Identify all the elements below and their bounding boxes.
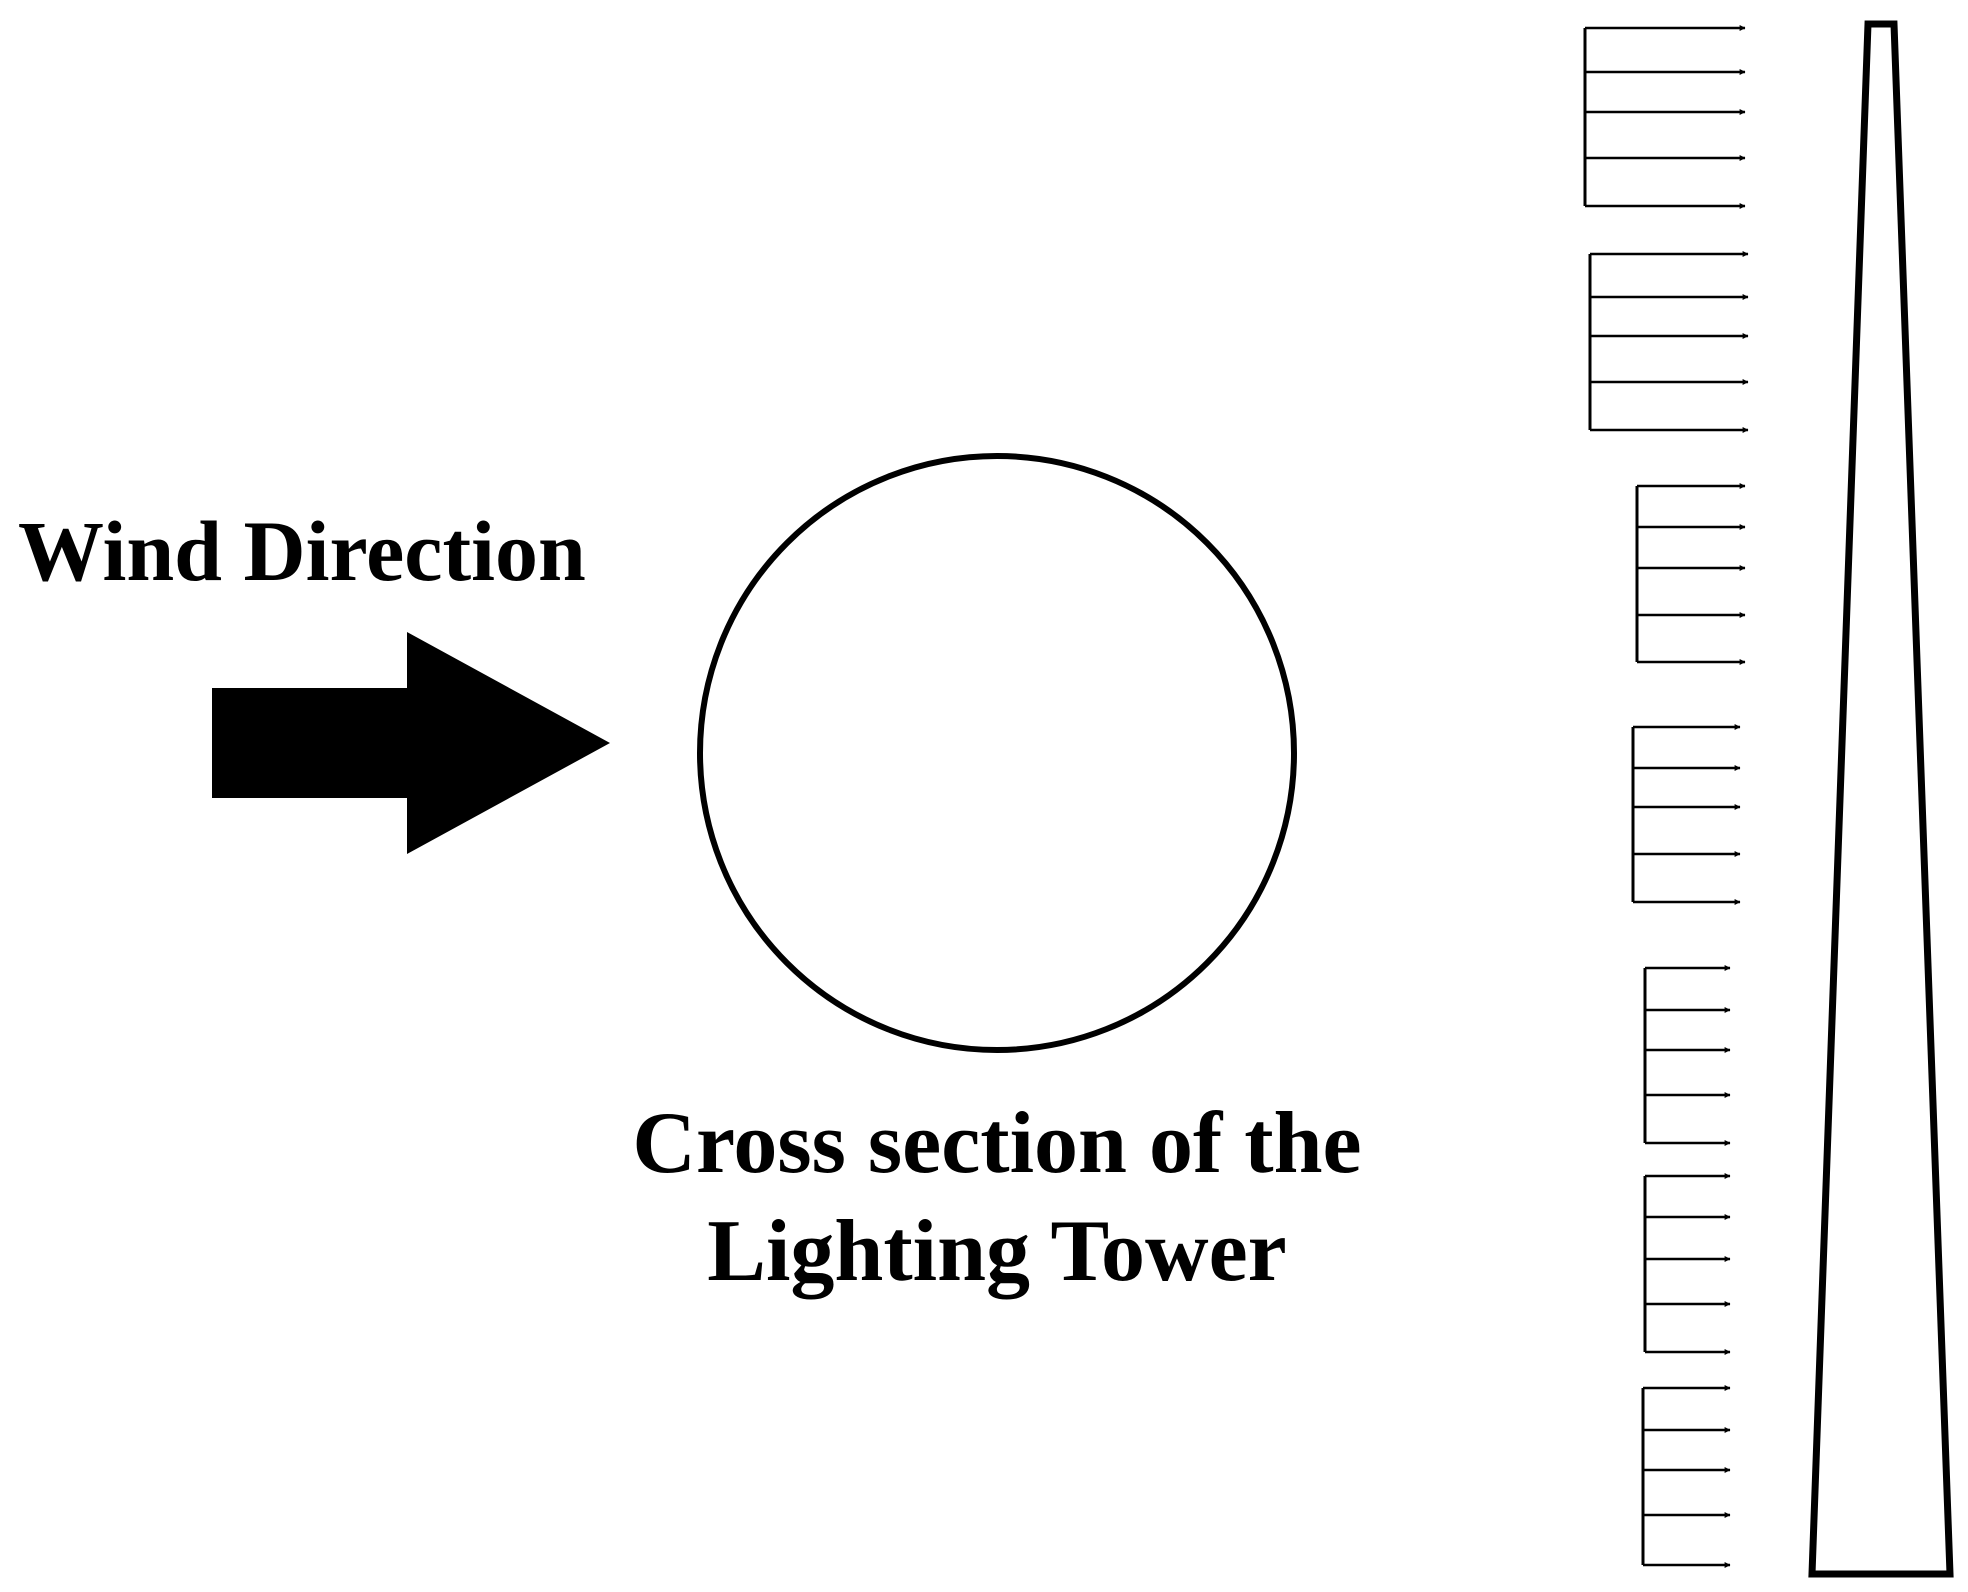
tower-cross-section-circle — [697, 453, 1297, 1053]
cross-section-caption-line-2: Lighting Tower — [707, 1203, 1286, 1300]
tower-elevation — [1808, 20, 1954, 1578]
wind-arrow-group — [1631, 724, 1741, 905]
wind-arrow-group — [1643, 1173, 1731, 1355]
wind-arrow-group — [1643, 965, 1731, 1146]
wind-direction-arrow — [212, 632, 610, 854]
wind-direction-label: Wind Direction — [18, 503, 586, 599]
cross-section-caption-line-1: Cross section of the — [632, 1095, 1361, 1192]
wind-pressure-profile — [1583, 25, 1749, 1568]
wind-arrow-group — [1588, 251, 1749, 433]
wind-arrow-group — [1641, 1385, 1731, 1568]
wind-arrow-group — [1583, 25, 1746, 209]
wind-arrow-group — [1635, 483, 1746, 665]
